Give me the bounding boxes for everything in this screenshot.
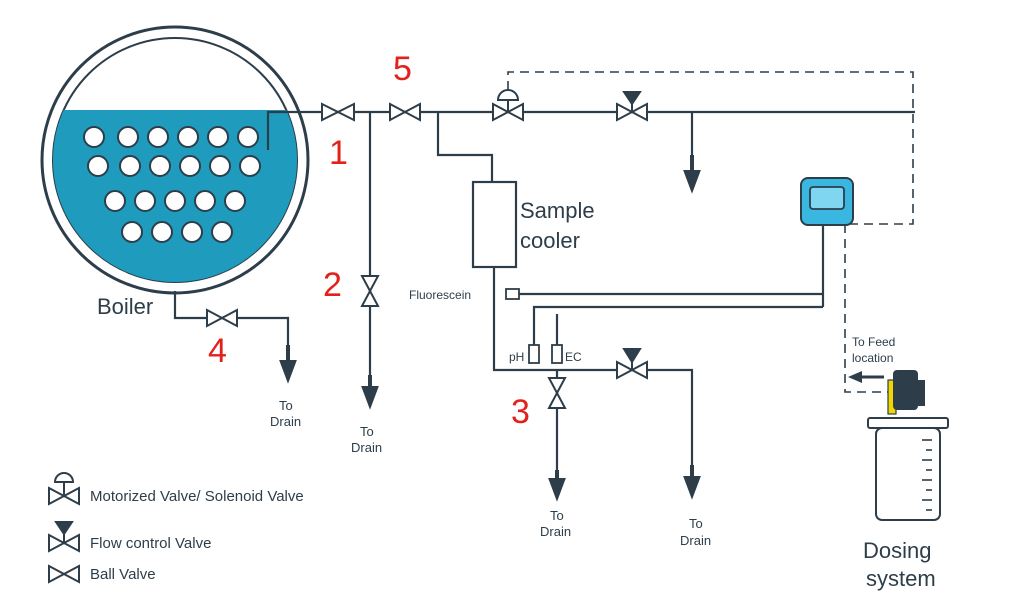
ec-sensor [551, 344, 563, 364]
pipework [173, 110, 915, 480]
valve-number-5: 5 [393, 50, 412, 88]
drain-label-2b: Drain [351, 440, 382, 455]
ph-sensor [528, 344, 540, 364]
ball-valve-5 [389, 102, 421, 122]
legend: Motorized Valve/ Solenoid Valve Flow con… [48, 472, 304, 584]
boiler [40, 25, 310, 295]
boiler-label: Boiler [97, 294, 153, 319]
drain-label-3b: Drain [540, 524, 571, 539]
legend-motorized-icon [48, 472, 80, 506]
drain-label-1b: Drain [270, 414, 301, 429]
ec-label: EC [565, 350, 582, 364]
drain-label-4a: To [689, 516, 703, 531]
ball-valve-4 [206, 308, 238, 328]
ph-label: pH [509, 350, 524, 364]
dosing-pump [887, 370, 925, 415]
flow-control-valve-main [616, 91, 648, 122]
dosing-tank [867, 417, 949, 521]
motorized-valve [492, 89, 524, 122]
drain-arrows [279, 155, 701, 502]
fluorescein-sensor [505, 288, 520, 300]
legend-ball-icon [48, 564, 80, 584]
legend-ball-label: Ball Valve [90, 566, 156, 583]
ball-valve-1 [321, 102, 355, 122]
to-feed-label-2: location [852, 351, 893, 365]
fluorescein-label: Fluorescein [409, 288, 471, 302]
drain-label-1a: To [279, 398, 293, 413]
controller-device [800, 177, 854, 226]
drain-label-3a: To [550, 508, 564, 523]
control-wiring [507, 71, 914, 393]
ball-valve-2 [360, 275, 380, 307]
legend-flow-control-icon [48, 521, 80, 553]
flow-control-valve-lower [616, 348, 648, 380]
sample-cooler-label-1: Sample [520, 198, 595, 223]
sample-cooler [471, 180, 518, 269]
to-feed-label-1: To Feed [852, 335, 895, 349]
valve-number-2: 2 [323, 266, 342, 304]
valve-number-4: 4 [208, 332, 227, 370]
valve-number-1: 1 [329, 134, 348, 172]
controller-screen [809, 186, 845, 210]
drain-label-4b: Drain [680, 533, 711, 548]
legend-flow-control-label: Flow control Valve [90, 535, 211, 552]
valve-number-3: 3 [511, 393, 530, 431]
dosing-label-2: system [866, 566, 936, 591]
to-feed-arrow [848, 371, 884, 383]
ball-valve-3 [547, 377, 567, 409]
legend-motorized-label: Motorized Valve/ Solenoid Valve [90, 488, 304, 505]
drain-label-2a: To [360, 424, 374, 439]
dosing-label-1: Dosing [863, 538, 931, 563]
sample-cooler-label-2: cooler [520, 228, 580, 253]
boiler-tubes [83, 126, 261, 243]
